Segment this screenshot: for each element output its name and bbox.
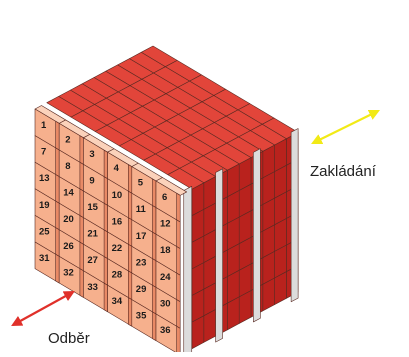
carton-number: 17 xyxy=(136,231,147,242)
front-carton-side xyxy=(128,270,133,300)
picking-face: 1234567891011121314151617181920212223242… xyxy=(34,105,187,356)
carton-number: 27 xyxy=(87,255,98,266)
carton-number: 36 xyxy=(160,325,171,336)
front-carton-side xyxy=(55,121,60,151)
front-carton-side xyxy=(103,203,108,233)
front-carton-side xyxy=(79,188,84,218)
loading-arrow xyxy=(311,109,380,145)
carton-number: 22 xyxy=(112,243,123,254)
front-carton-side xyxy=(176,246,181,276)
carton-number: 15 xyxy=(87,202,98,213)
carton-number: 10 xyxy=(112,190,123,201)
rack-frame-panels xyxy=(183,128,299,357)
frame-panel xyxy=(290,128,299,303)
carton-number: 6 xyxy=(162,192,167,203)
stored-cartons-stack xyxy=(46,45,299,350)
carton-number: 33 xyxy=(87,282,98,293)
front-carton-side xyxy=(79,241,84,272)
front-carton-side xyxy=(55,200,60,231)
carton-number: 24 xyxy=(160,272,171,283)
carton-number: 16 xyxy=(112,216,123,227)
carton-number: 14 xyxy=(63,188,74,199)
carton-number: 2 xyxy=(65,134,70,145)
carton-number: 31 xyxy=(39,253,50,264)
front-carton-side xyxy=(152,311,157,341)
front-carton-side xyxy=(128,190,133,221)
front-carton-side xyxy=(79,162,84,192)
carton-number: 25 xyxy=(39,226,50,237)
front-carton-side xyxy=(79,135,84,165)
carton-number: 28 xyxy=(112,270,123,281)
front-carton-side xyxy=(103,256,108,286)
front-carton-side xyxy=(152,285,157,315)
front-carton-side xyxy=(176,326,181,356)
carton-number: 19 xyxy=(39,200,50,211)
carton-number: 34 xyxy=(112,296,123,307)
carton-number: 18 xyxy=(160,245,171,256)
carton-number: 12 xyxy=(160,219,171,230)
front-carton-side xyxy=(128,244,133,274)
front-carton-side xyxy=(176,272,181,303)
carton-number: 32 xyxy=(63,267,74,278)
front-carton-side xyxy=(152,205,157,235)
front-carton-side xyxy=(128,217,133,247)
carton-number: 5 xyxy=(138,178,144,189)
carton-number: 21 xyxy=(87,229,98,240)
front-carton-side xyxy=(55,147,60,177)
front-carton-side xyxy=(103,176,108,206)
front-carton-side xyxy=(128,297,133,327)
frame-panel xyxy=(215,168,223,343)
front-carton-side xyxy=(152,258,157,288)
carton-number: 11 xyxy=(136,204,147,215)
front-carton-side xyxy=(128,164,133,194)
front-carton-side xyxy=(103,149,108,180)
front-carton-side xyxy=(55,227,60,257)
front-carton-side xyxy=(176,193,181,223)
carton-number: 29 xyxy=(136,284,147,295)
picking-label: Odběr xyxy=(48,330,90,347)
front-carton-side xyxy=(176,219,181,249)
carton-number: 1 xyxy=(41,120,47,131)
carton-number: 7 xyxy=(41,147,46,158)
carton-number: 20 xyxy=(63,214,74,225)
frame-panel xyxy=(253,148,261,323)
picking-arrow xyxy=(11,290,75,327)
carton-number: 9 xyxy=(89,175,94,186)
carton-number: 26 xyxy=(63,241,74,252)
loading-label: Zakládání xyxy=(310,163,377,180)
front-carton-side xyxy=(103,229,108,259)
front-carton-side xyxy=(55,254,60,284)
carton-number: 13 xyxy=(39,173,50,184)
carton-number: 8 xyxy=(65,161,70,172)
front-carton-side xyxy=(152,231,157,262)
front-carton-side xyxy=(176,299,181,329)
front-carton-side xyxy=(103,282,108,313)
carton-number: 35 xyxy=(136,311,147,322)
carton-number: 4 xyxy=(114,163,120,174)
stack-top-cell xyxy=(167,168,205,190)
front-carton-side xyxy=(79,268,84,298)
front-carton-side xyxy=(152,178,157,208)
carton-number: 30 xyxy=(160,298,171,309)
carton-number: 23 xyxy=(136,257,147,268)
front-carton-side xyxy=(55,174,60,204)
carton-number: 3 xyxy=(89,149,94,160)
frame-panel xyxy=(183,186,193,357)
front-carton-side xyxy=(79,215,84,245)
